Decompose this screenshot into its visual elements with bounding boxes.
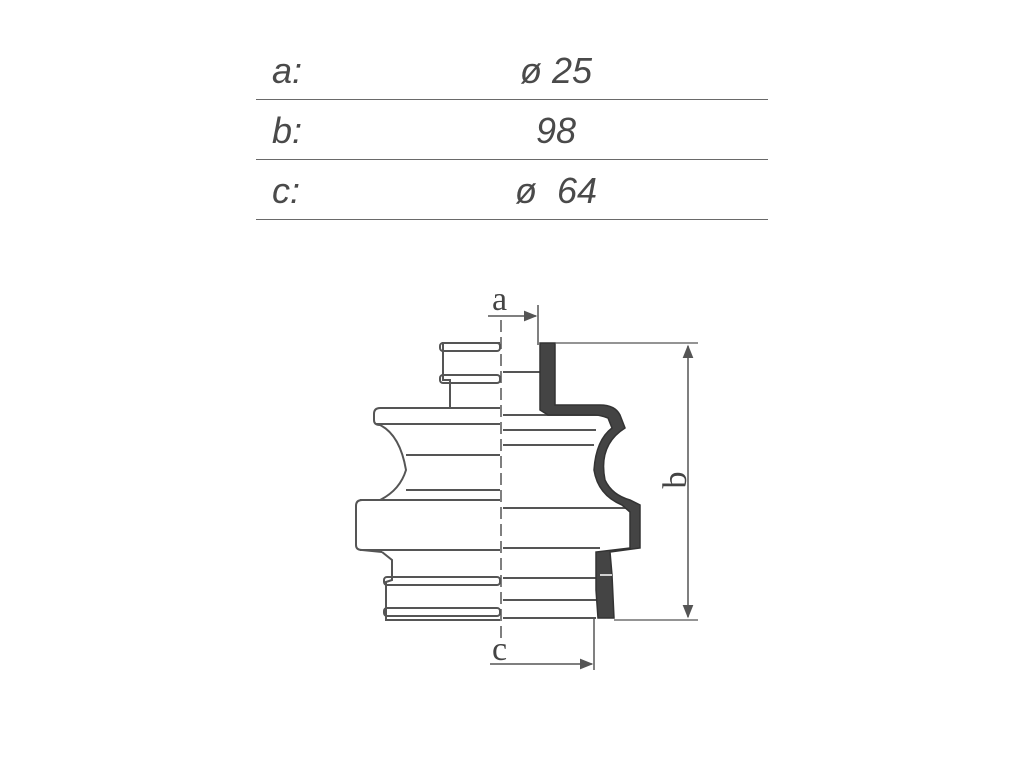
- spec-value: ø 25: [519, 50, 593, 91]
- dim-label-b: b: [657, 472, 694, 489]
- spec-key: b:: [272, 110, 303, 151]
- spec-value: 98: [535, 110, 577, 151]
- spec-key: a:: [272, 50, 303, 91]
- spec-value: ø 64: [514, 170, 598, 211]
- boot-section-right: [503, 371, 630, 619]
- dim-label-a: a: [492, 281, 507, 318]
- boot-wall: [539, 342, 641, 619]
- dim-label-c: c: [492, 631, 507, 668]
- spec-row-b: b: 98: [256, 100, 768, 160]
- spec-table: a: ø 25 b: 98 c: ø 64: [256, 40, 768, 220]
- dimension-c: c: [490, 618, 595, 670]
- boot-outline-left: [355, 342, 501, 621]
- spec-row-c: c: ø 64: [256, 160, 768, 220]
- dimension-a: a: [488, 281, 539, 345]
- spec-row-a: a: ø 25: [256, 40, 768, 100]
- dimension-b: b: [555, 342, 698, 621]
- spec-key: c:: [272, 170, 301, 211]
